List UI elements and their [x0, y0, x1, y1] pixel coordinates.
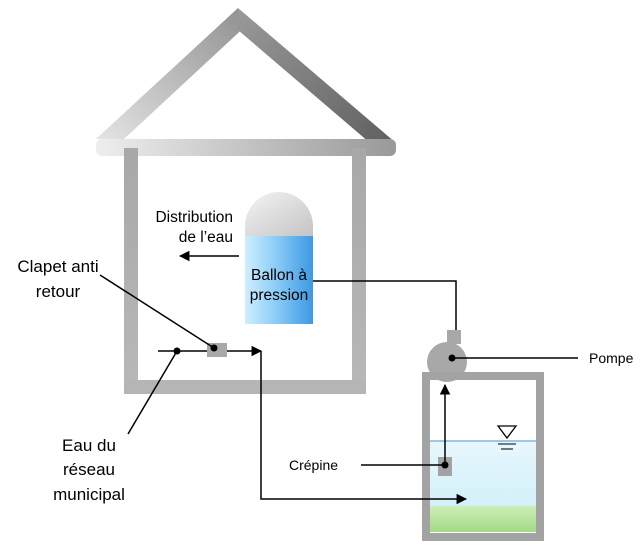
check-valve-label-line2: retour — [36, 282, 81, 301]
distribution-label-line2: de l’eau — [179, 229, 233, 246]
svg-text:pression: pression — [250, 287, 309, 304]
house-floor — [124, 380, 366, 394]
reservoir-frame — [422, 372, 544, 541]
reservoir — [422, 372, 544, 541]
pressure-tank-body — [245, 236, 313, 324]
municipal-label-line1: Eau du — [62, 436, 116, 455]
roof-right — [238, 8, 396, 143]
reservoir-green-bottom — [430, 506, 536, 532]
municipal-leader — [127, 350, 178, 435]
pressure-tank-label-line1: Ballon à — [251, 267, 307, 284]
svg-text:Eau du: Eau du — [62, 436, 116, 455]
house-ceiling — [96, 139, 396, 156]
svg-text:réseau: réseau — [63, 460, 115, 479]
svg-text:Distribution: Distribution — [155, 209, 233, 226]
roof-left — [96, 8, 250, 139]
check-valve-label-line1: Clapet anti — [17, 257, 98, 276]
pump-label: Pompe — [589, 350, 634, 366]
check-valve-leader — [99, 274, 215, 349]
pressure-tank: Ballon à pression — [245, 192, 313, 324]
strainer-leader-dot — [441, 461, 449, 469]
municipal-pipe-to-reservoir — [260, 351, 468, 505]
svg-text:de l’eau: de l’eau — [179, 229, 233, 246]
municipal-label-line3: municipal — [53, 485, 125, 504]
pump-leader-dot — [448, 354, 456, 362]
pump-outlet — [447, 330, 461, 344]
water-level-triangle — [496, 425, 518, 440]
svg-text:Pompe: Pompe — [589, 350, 634, 366]
pipe-ballon-to-pump — [313, 280, 457, 332]
svg-text:Crépine: Crépine — [289, 457, 338, 473]
distribution-label-line1: Distribution — [155, 209, 233, 226]
pressure-tank-label-line2: pression — [250, 287, 309, 304]
svg-text:municipal: municipal — [53, 485, 125, 504]
svg-text:Ballon à: Ballon à — [251, 267, 307, 284]
municipal-label-line2: réseau — [63, 460, 115, 479]
svg-text:Clapet anti: Clapet anti — [17, 257, 98, 276]
house-left-wall — [124, 148, 138, 394]
pressure-tank-dome — [245, 192, 313, 236]
strainer-label: Crépine — [289, 457, 338, 473]
house — [96, 8, 396, 394]
house-right-wall — [352, 148, 366, 394]
svg-text:retour: retour — [36, 282, 81, 301]
